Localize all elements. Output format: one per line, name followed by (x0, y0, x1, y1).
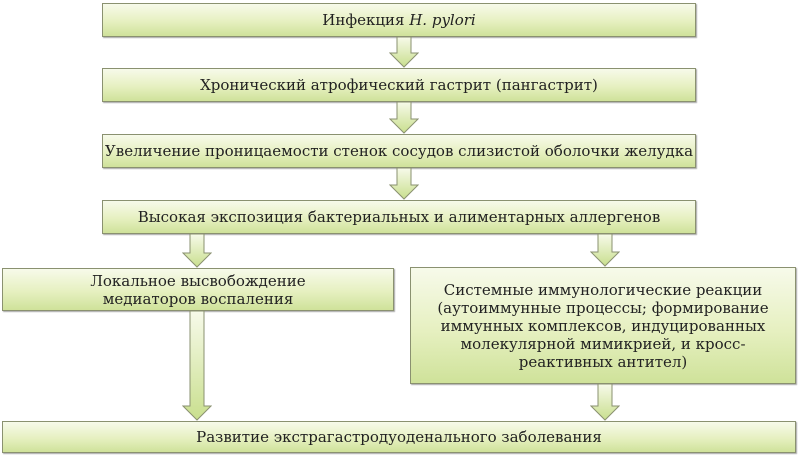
arrow-down-icon (389, 168, 419, 200)
node-infection: Инфекция H. pylori (102, 3, 696, 37)
arrow-down-icon (389, 37, 419, 68)
node-systemic-label: Системные иммунологические реакции (ауто… (437, 280, 769, 371)
node-gastritis: Хронический атрофический гастрит (пангас… (102, 68, 696, 102)
node-permeability: Увеличение проницаемости стенок сосудов … (102, 134, 696, 168)
arrow-down-icon (182, 311, 212, 421)
arrow-down-icon (389, 102, 419, 134)
node-local-label: Локальное высвобождение медиаторов воспа… (90, 271, 306, 308)
node-gastritis-label: Хронический атрофический гастрит (пангас… (200, 76, 598, 94)
node-exposure-label: Высокая экспозиция бактериальных и алиме… (137, 208, 661, 226)
arrow-down-icon (590, 384, 620, 421)
node-outcome-label: Развитие экстрагастродуоденального забол… (196, 428, 602, 446)
arrow-down-icon (182, 234, 212, 268)
node-exposure: Высокая экспозиция бактериальных и алиме… (102, 200, 696, 234)
arrow-down-icon (590, 234, 620, 267)
node-outcome: Развитие экстрагастродуоденального забол… (2, 421, 796, 453)
node-local: Локальное высвобождение медиаторов воспа… (2, 268, 394, 311)
node-permeability-label: Увеличение проницаемости стенок сосудов … (104, 142, 694, 160)
node-infection-label: Инфекция H. pylori (322, 11, 476, 29)
node-systemic: Системные иммунологические реакции (ауто… (410, 267, 796, 384)
